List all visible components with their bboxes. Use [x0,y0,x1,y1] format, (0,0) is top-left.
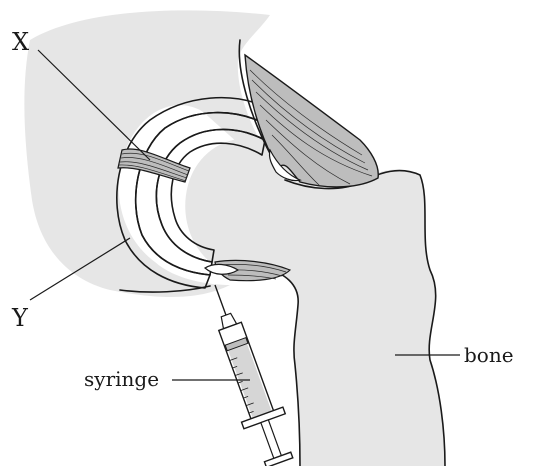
label-y: Y [11,304,29,332]
label-x: X [12,28,29,56]
femur-bone [185,138,445,466]
ligament-x [118,149,190,182]
syringe [194,277,300,466]
label-syringe: syringe [84,367,159,391]
label-bone: bone [464,343,514,367]
